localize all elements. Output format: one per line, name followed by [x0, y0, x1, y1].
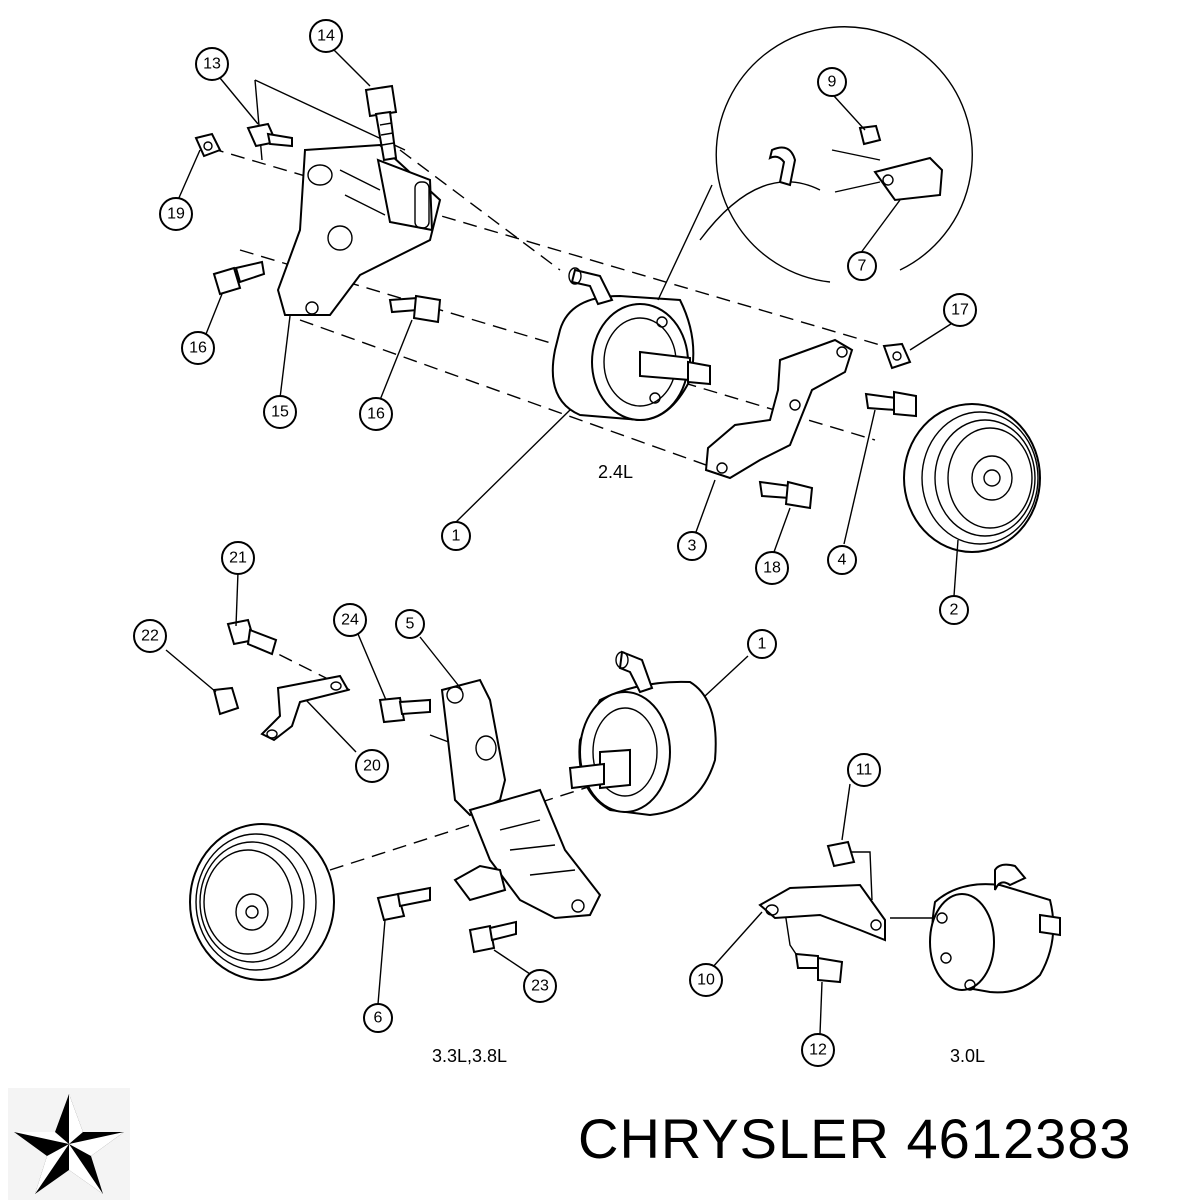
svg-text:18: 18 [763, 560, 781, 577]
svg-text:15: 15 [271, 404, 289, 421]
pulley [903, 403, 1041, 553]
svg-text:24: 24 [341, 612, 359, 629]
bolt [794, 952, 844, 984]
svg-text:21: 21 [229, 550, 247, 567]
callout: 16 [181, 331, 215, 365]
callout: 11 [847, 753, 881, 787]
part-number: 4612383 [906, 1107, 1132, 1170]
engine-label-bottom-left: 3.3L,3.8L [432, 1046, 507, 1066]
callout: 7 [847, 251, 877, 281]
svg-text:16: 16 [189, 340, 207, 357]
callout: 1 [747, 629, 777, 659]
hex-nut [826, 840, 856, 868]
callout: 5 [395, 609, 425, 639]
svg-text:14: 14 [317, 28, 335, 45]
callout: 2 [939, 595, 969, 625]
pump-bracket [758, 883, 886, 942]
mounting-bracket [276, 143, 442, 316]
callout: 3 [677, 531, 707, 561]
assembly-3-3l-3-8l [189, 618, 717, 981]
callout: 14 [309, 19, 343, 53]
svg-text:4: 4 [838, 552, 847, 569]
svg-text:3: 3 [688, 538, 697, 555]
svg-text:1: 1 [452, 528, 461, 545]
callout: 17 [943, 293, 977, 327]
svg-text:16: 16 [367, 406, 385, 423]
svg-text:1: 1 [758, 636, 767, 653]
detail-inset [657, 26, 973, 301]
footer-brand-part-number: CHRYSLER 4612383 [578, 1106, 1132, 1171]
callout: 13 [195, 47, 229, 81]
callout: 16 [359, 397, 393, 431]
hex-nut [212, 686, 240, 716]
power-steering-pump [929, 863, 1061, 994]
callouts: 1 2 3 4 5 6 7 9 10 11 12 13 14 15 16 16 … [133, 19, 977, 1067]
pulley [189, 823, 335, 981]
hex-nut [882, 342, 912, 370]
callout: 21 [221, 541, 255, 575]
assembly-2-4l [194, 26, 1041, 553]
leader-lines [165, 49, 959, 1035]
callout: 10 [689, 963, 723, 997]
svg-text:12: 12 [809, 1042, 827, 1059]
bolt [226, 618, 278, 656]
callout: 1 [441, 521, 471, 551]
exploded-parts-diagram: 1 2 3 4 5 6 7 9 10 11 12 13 14 15 16 16 … [133, 19, 1061, 1067]
svg-text:11: 11 [856, 762, 873, 779]
pump-bracket [704, 338, 854, 480]
callout: 19 [159, 197, 193, 231]
engine-label-bottom-right: 3.0L [950, 1046, 985, 1066]
engine-label-top: 2.4L [598, 462, 633, 482]
bolt [468, 920, 517, 954]
callout: 20 [355, 749, 389, 783]
callout: 23 [523, 969, 557, 1003]
svg-text:2: 2 [950, 602, 959, 619]
stud-nut [246, 122, 293, 148]
bolt [758, 480, 814, 510]
svg-text:13: 13 [203, 56, 221, 73]
svg-text:23: 23 [531, 978, 549, 995]
chrysler-pentastar-icon [8, 1088, 130, 1200]
callout: 22 [133, 619, 167, 653]
callout: 4 [827, 545, 857, 575]
callout: 6 [363, 1003, 393, 1033]
assembly-3-0l [758, 840, 1061, 994]
svg-text:19: 19 [167, 206, 185, 223]
svg-text:7: 7 [858, 258, 867, 275]
callout: 12 [801, 1033, 835, 1067]
svg-text:6: 6 [374, 1010, 383, 1027]
power-steering-pump [568, 650, 717, 817]
hex-nut [194, 132, 222, 158]
callout: 24 [333, 603, 367, 637]
bolt [364, 84, 398, 162]
svg-text:5: 5 [406, 616, 415, 633]
bolt [864, 390, 917, 418]
svg-text:17: 17 [951, 302, 969, 319]
callout: 15 [263, 395, 297, 429]
callout: 18 [755, 551, 789, 585]
callout: 9 [817, 67, 847, 97]
bolt [212, 260, 266, 296]
power-steering-pump [551, 267, 711, 422]
bolt [388, 294, 442, 324]
svg-text:10: 10 [697, 972, 715, 989]
bolt [376, 886, 431, 922]
svg-text:9: 9 [828, 74, 837, 91]
svg-text:22: 22 [141, 628, 159, 645]
brand-name: CHRYSLER [578, 1107, 890, 1170]
svg-text:20: 20 [363, 758, 381, 775]
support-clip [260, 674, 350, 742]
bolt [378, 696, 431, 724]
